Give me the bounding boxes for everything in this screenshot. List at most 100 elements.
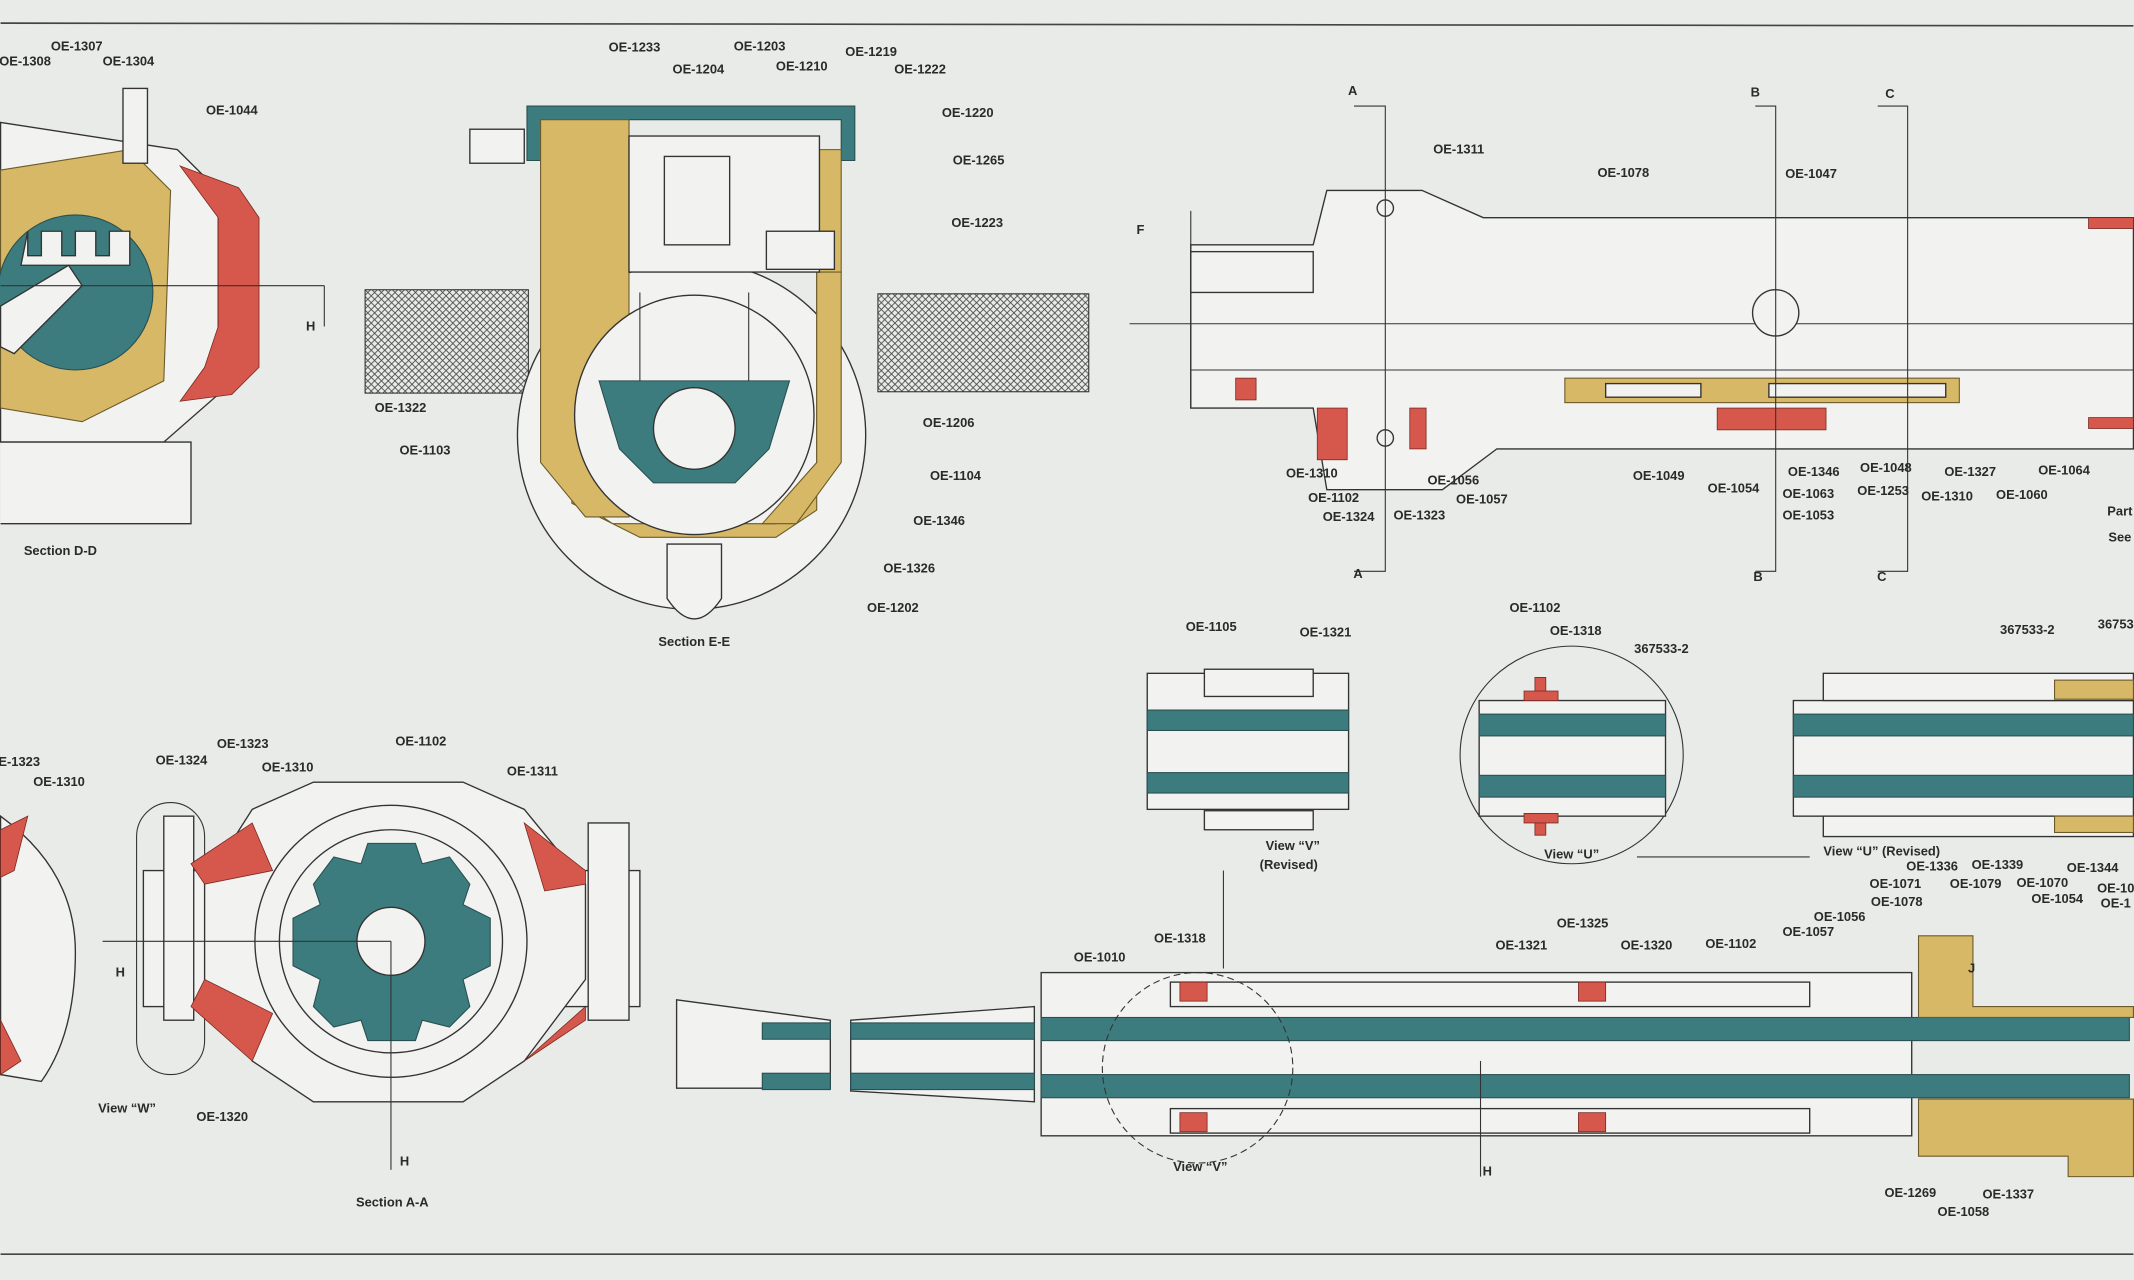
view-u-drawing	[1459, 645, 1684, 865]
part-callout-label: H	[306, 319, 315, 334]
part-callout-label: B	[1753, 569, 1762, 584]
part-callout-label: OE-1102	[1509, 600, 1560, 615]
part-callout-label: OE-1304	[103, 53, 155, 68]
part-callout-label: OE-1222	[894, 61, 946, 76]
part-callout-label: OE-1323	[1393, 508, 1445, 523]
part-callout-label: 367533-2	[2000, 622, 2055, 637]
part-callout-label: OE-1253	[1857, 483, 1909, 498]
part-callout-label: OE-1320	[1621, 937, 1673, 952]
part-callout-label: OE-1219	[845, 44, 897, 59]
part-callout-label: A	[1348, 83, 1357, 98]
part-callout-label: OE-1202	[867, 600, 919, 615]
part-callout-label: OE-1104	[930, 468, 982, 483]
view-caption: View “U” (Revised)	[1823, 844, 1940, 859]
part-callout-label: B	[1751, 85, 1760, 100]
part-callout-label: C	[1885, 86, 1894, 101]
part-callout-label: OE-1318	[1550, 623, 1602, 638]
part-callout-label: OE-1056	[1814, 909, 1866, 924]
part-callout-label: Part	[2107, 504, 2133, 519]
part-callout-label: OE-1336	[1906, 859, 1958, 874]
part-callout-label: OE-1056	[1427, 472, 1479, 487]
part-callout-label: OE-1204	[673, 61, 725, 76]
part-callout-label: H	[400, 1154, 409, 1169]
view-caption: View “W”	[98, 1101, 156, 1116]
part-callout-label: OE-1265	[953, 153, 1005, 168]
part-callout-label: OE-1064	[2038, 463, 2090, 478]
part-callout-label: OE-1311	[507, 763, 558, 778]
part-callout-label: OE-1102	[1308, 490, 1359, 505]
part-callout-label: OE-1060	[1996, 487, 2048, 502]
part-callout-label: OE-1	[2101, 895, 2131, 910]
part-callout-label: OE-1310	[1286, 465, 1338, 480]
view-caption: Section D-D	[24, 543, 97, 558]
part-callout-label: 367533-2	[1634, 641, 1689, 656]
part-callout-label: 36753	[2098, 616, 2134, 631]
part-callout-label: OE-1103	[399, 442, 450, 457]
part-callout-label: OE-1223	[951, 215, 1003, 230]
part-callout-label: OE-1079	[1950, 876, 2002, 891]
part-callout-label: OE-1057	[1783, 924, 1835, 939]
part-callout-label: H	[1483, 1163, 1492, 1178]
part-callout-label: OE-1307	[51, 38, 103, 53]
view-caption: Section A-A	[356, 1195, 429, 1210]
part-callout-label: OE-1054	[2031, 891, 2083, 906]
section-aa-drawing	[0, 781, 641, 1170]
view-caption: View “U”	[1544, 846, 1599, 861]
part-callout-label: OE-1105	[1186, 619, 1237, 634]
part-callout-label: OE-10	[2097, 880, 2134, 895]
part-callout-label: OE-1102	[1705, 936, 1756, 951]
part-callout-label: OE-1311	[1433, 142, 1484, 157]
part-callout-label: OE-1048	[1860, 460, 1912, 475]
part-callout-label: OE-1220	[942, 105, 994, 120]
part-callout-label: J	[1968, 961, 1975, 976]
longitudinal-section-drawing	[1129, 105, 2134, 572]
part-callout-label: OE-1054	[1708, 480, 1760, 495]
part-callout-label: OE-1078	[1871, 894, 1923, 909]
part-callout-label: OE-1044	[206, 102, 258, 117]
part-callout-label: See	[2108, 529, 2131, 544]
part-callout-label: OE-1057	[1456, 491, 1508, 506]
part-callout-label: OE-1318	[1154, 931, 1206, 946]
part-callout-label: OE-1321	[1495, 937, 1547, 952]
view-u-revised-drawing	[1636, 672, 2134, 858]
view-caption: (Revised)	[1260, 857, 1318, 872]
part-callout-label: C	[1877, 569, 1886, 584]
part-callout-label: OE-1269	[1885, 1185, 1937, 1200]
part-callout-label: OE-1324	[1323, 509, 1375, 524]
part-callout-label: OE-1326	[883, 561, 935, 576]
part-callout-label: OE-1047	[1785, 166, 1837, 181]
barrel-drawing	[675, 870, 2134, 1178]
part-callout-label: OE-1344	[2067, 860, 2119, 875]
part-callout-label: OE-1346	[1788, 464, 1840, 479]
part-callout-label: OE-1323	[217, 736, 269, 751]
part-callout-label: OE-1327	[1944, 464, 1996, 479]
part-callout-label: OE-1053	[1783, 508, 1835, 523]
section-ee-drawing	[364, 105, 1090, 620]
part-callout-label: OE-1070	[2016, 875, 2068, 890]
part-callout-label: OE-1324	[156, 752, 208, 767]
part-callout-label: OE-1203	[734, 38, 786, 53]
part-callout-label: F	[1137, 222, 1145, 237]
part-callout-label: OE-1308	[0, 53, 51, 68]
part-callout-label: OE-1078	[1598, 165, 1650, 180]
part-callout-label: OE-1310	[262, 759, 314, 774]
view-caption: View “V”	[1173, 1159, 1227, 1174]
part-callout-label: OE-1325	[1557, 916, 1609, 931]
part-callout-label: OE-1320	[196, 1109, 248, 1124]
part-callout-label: OE-1233	[609, 40, 661, 55]
part-callout-label: OE-1321	[1300, 625, 1352, 640]
part-callout-label: OE-1310	[33, 774, 85, 789]
part-callout-label: OE-1323	[0, 754, 40, 769]
part-callout-label: OE-1337	[1982, 1186, 2034, 1201]
part-callout-label: OE-1310	[1921, 489, 1973, 504]
section-dd-drawing	[0, 87, 325, 525]
part-callout-label: OE-1063	[1783, 486, 1835, 501]
view-v-revised-drawing	[1146, 668, 1350, 831]
top-border	[0, 22, 2134, 27]
part-callout-label: OE-1346	[913, 513, 965, 528]
part-callout-label: OE-1322	[375, 400, 427, 415]
part-callout-label: OE-1210	[776, 59, 828, 74]
part-callout-label: OE-1071	[1870, 876, 1922, 891]
